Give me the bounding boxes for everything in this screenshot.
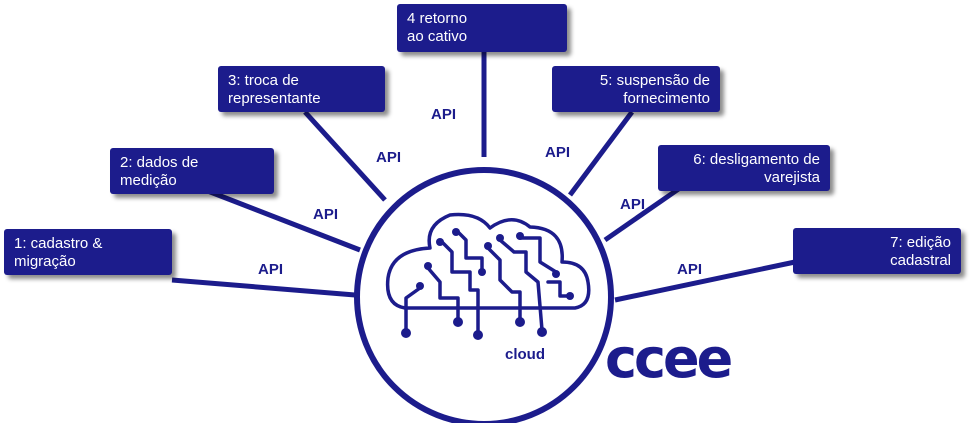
circuit-node [496, 234, 504, 242]
circuit-node [453, 317, 463, 327]
service-box-5-line-1: 5: suspensão de [599, 72, 710, 89]
circuit-node [401, 328, 411, 338]
service-box-1-line-1: 1: cadastro & [14, 235, 103, 252]
service-box-6-line-1: 6: desligamento de [693, 151, 820, 168]
service-box-6-line-2: varejista [764, 169, 820, 186]
hub-circle [354, 167, 614, 423]
service-box-3[interactable]: 3: troca de representante [218, 66, 385, 112]
service-box-7-line-1: 7: edição [890, 234, 951, 251]
connector-1 [171, 277, 356, 298]
connector-2 [199, 185, 361, 253]
service-box-1[interactable]: 1: cadastro & migração [4, 229, 172, 275]
api-label-2: API [313, 206, 339, 223]
circuit-node [473, 330, 483, 340]
service-box-5-line-2: fornecimento [623, 90, 710, 107]
service-box-2-line-2: medição [120, 172, 177, 189]
hub-label: cloud [505, 346, 545, 363]
service-box-5[interactable]: 5: suspensão de fornecimento [552, 66, 720, 112]
connector-3 [303, 110, 387, 202]
circuit-node [484, 242, 492, 250]
circuit-node [566, 292, 574, 300]
connector-6 [603, 185, 682, 243]
circuit-cloud-icon [385, 212, 591, 334]
service-box-4-line-2: ao cativo [407, 28, 468, 45]
api-label-6: API [620, 196, 646, 213]
api-label-4: API [431, 106, 457, 123]
circuit-nodes [401, 228, 574, 340]
circuit-node [552, 270, 560, 278]
connector-7 [614, 259, 796, 303]
api-label-1: API [258, 261, 284, 278]
connector-5 [567, 110, 635, 197]
circuit-node [537, 327, 547, 337]
circuit-node [478, 268, 486, 276]
circuit-node [515, 317, 525, 327]
circuit-node [436, 238, 444, 246]
service-box-4[interactable]: 4 retorno ao cativo [397, 4, 567, 52]
service-box-3-line-2: representante [228, 90, 321, 107]
circuit-node [452, 228, 460, 236]
service-box-2[interactable]: 2: dados de medição [110, 148, 274, 194]
circuit-node [516, 232, 524, 240]
service-box-7[interactable]: 7: edição cadastral [793, 228, 961, 274]
circuit-node [416, 282, 424, 290]
service-box-7-line-2: cadastral [890, 252, 951, 269]
api-label-5: API [545, 144, 571, 161]
service-box-3-line-1: 3: troca de [228, 72, 299, 89]
circuit-node [424, 262, 432, 270]
api-label-3: API [376, 149, 402, 166]
api-label-7: API [677, 261, 703, 278]
ccee-logo: ccee [605, 327, 733, 390]
service-box-4-line-1: 4 retorno [407, 10, 468, 27]
service-box-6[interactable]: 6: desligamento de varejista [658, 145, 830, 191]
service-box-2-line-1: 2: dados de [120, 154, 199, 171]
service-box-1-line-2: migração [14, 253, 76, 270]
